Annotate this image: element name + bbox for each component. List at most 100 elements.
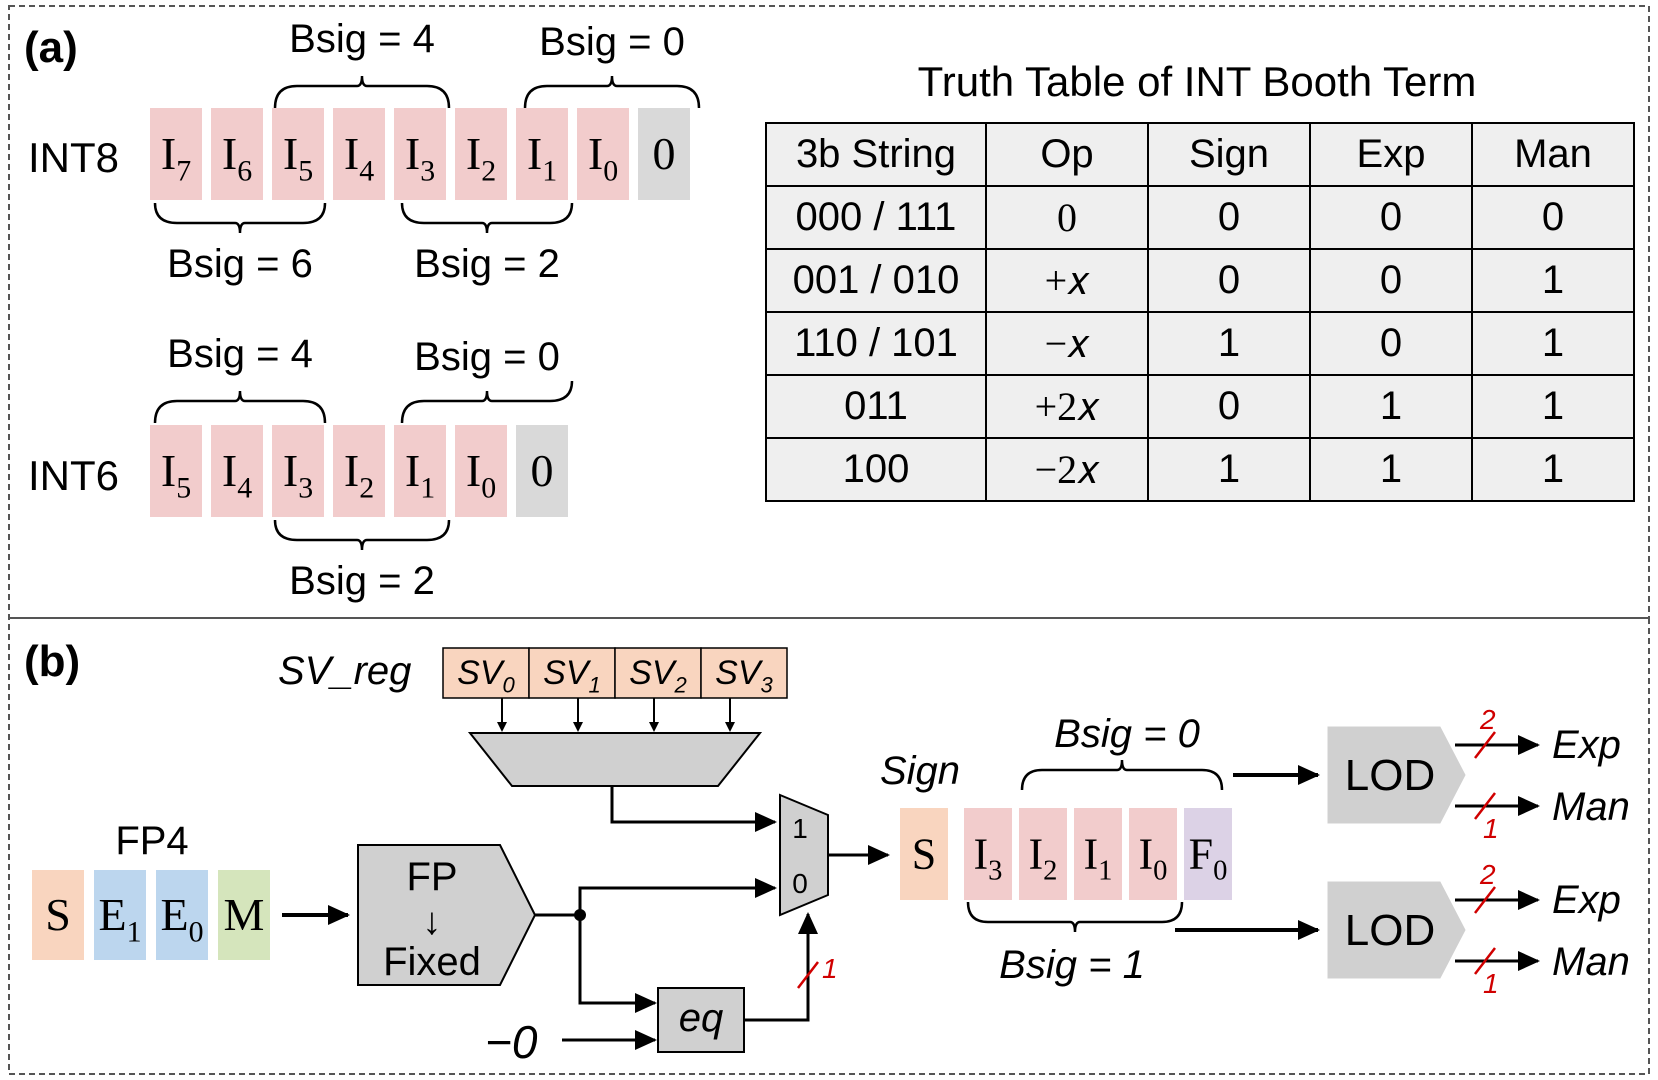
fp4-cell-text: S (45, 889, 71, 940)
truth-cell: 1 (1147, 437, 1311, 502)
converter-to-mux-wire (578, 878, 777, 915)
output-cell-text: I2 (1029, 830, 1058, 887)
truth-cell: 0 (1147, 185, 1311, 250)
truth-cell: 1 (1471, 248, 1635, 313)
lod-top-man-width: 1 (1483, 813, 1499, 844)
int6-bit-cell (516, 425, 568, 517)
output-cell-subscript: 3 (988, 856, 1002, 887)
int8-bit-cell-subscript: 1 (542, 155, 557, 188)
panel-a-label: (a) (24, 23, 78, 72)
int8-bit-cell (516, 108, 568, 200)
lod-top-man-slash (1474, 792, 1496, 820)
sign-label: Sign (880, 749, 960, 793)
sv-selector-mux (467, 732, 763, 787)
converter-to-eq-wire (578, 915, 657, 1013)
fp-to-fixed-converter (357, 844, 537, 986)
truth-header-cell: Sign (1147, 122, 1311, 187)
truth-table-header-row: 3b String Op Sign Exp Man (765, 122, 1635, 187)
sv-reg-cell (700, 647, 788, 699)
int6-brace-bottom (273, 519, 451, 551)
int8-bit-cell-text: 0 (653, 128, 676, 179)
truth-cell: 1 (1309, 374, 1473, 439)
truth-cell: 0 (1309, 311, 1473, 376)
int8-bit-cell-subscript: 5 (298, 155, 313, 188)
sv-reg-cell (614, 647, 702, 699)
int8-label: INT8 (28, 134, 119, 181)
output-cell-text: S (912, 830, 936, 879)
int8-bit-cell (577, 108, 629, 200)
output-cell-subscript: 1 (1098, 856, 1112, 887)
int8-bsig-bottom-left: Bsig = 6 (167, 242, 313, 286)
truth-table-row: 001 / 010 +𝑥 0 0 1 (765, 248, 1635, 313)
int6-bit-cell-text: I1 (405, 445, 435, 505)
truth-cell: 0 (1147, 374, 1311, 439)
int8-bit-cell (211, 108, 263, 200)
int6-bit-cell-subscript: 1 (420, 472, 435, 505)
truth-header-cell: Man (1471, 122, 1635, 187)
truth-cell: 0 (1471, 185, 1635, 250)
truth-cell: 001 / 010 (765, 248, 987, 313)
int6-label: INT6 (28, 452, 119, 499)
int8-bsig-top-right: Bsig = 0 (539, 20, 685, 64)
truth-cell: 011 (765, 374, 987, 439)
int6-bit-cell-text: 0 (531, 445, 554, 496)
truth-table-row: 000 / 111 0 0 0 0 (765, 185, 1635, 250)
int6-bit-cell (150, 425, 202, 517)
lod-top-exp-slash (1474, 731, 1496, 759)
lod-bottom-exp-label: Exp (1552, 878, 1621, 922)
truth-header-cell: 3b String (765, 122, 987, 187)
output-cell (1019, 808, 1067, 900)
truth-table-row: 110 / 101 −𝑥 1 0 1 (765, 311, 1635, 376)
int8-bit-cell (333, 108, 385, 200)
lod-bottom-man-slash (1474, 947, 1496, 975)
int6-bit-cell-subscript: 5 (176, 472, 191, 505)
truth-header-cell: Op (985, 122, 1149, 187)
truth-cell: 1 (1309, 437, 1473, 502)
sv-reg-label: SV_reg (278, 649, 411, 693)
fp4-cell-subscript: 0 (189, 916, 204, 949)
output-cell-subscript: 0 (1213, 856, 1227, 887)
int6-bit-cell-subscript: 3 (298, 472, 313, 505)
panel-b-frame (8, 617, 1650, 1075)
truth-cell: 0 (1309, 248, 1473, 313)
int6-bit-cell-subscript: 0 (481, 472, 496, 505)
output-cell (1074, 808, 1122, 900)
int8-bit-cell-subscript: 7 (176, 155, 191, 188)
lod-top-exp-label: Exp (1552, 723, 1621, 767)
int8-bit-cell-text: I6 (222, 128, 252, 188)
truth-cell: 0 (985, 185, 1149, 250)
truth-cell: 1 (1147, 311, 1311, 376)
output-cell-subscript: 2 (1043, 856, 1057, 887)
lod-top-man-label: Man (1552, 785, 1630, 829)
truth-cell: 1 (1471, 374, 1635, 439)
mux-in1-label: 1 (792, 813, 808, 844)
output-cell (1184, 808, 1232, 900)
output-cell (964, 808, 1012, 900)
int8-bit-cell (394, 108, 446, 200)
output-mux (779, 793, 829, 917)
int6-brace-top-left (153, 390, 327, 424)
fp4-cell-text: M (224, 889, 265, 940)
truth-header-cell: Exp (1309, 122, 1473, 187)
int6-bit-cell (455, 425, 507, 517)
truth-table-title: Truth Table of INT Booth Term (917, 58, 1477, 105)
int8-bit-cell (638, 108, 690, 200)
truth-cell: 000 / 111 (765, 185, 987, 250)
truth-cell: 1 (1471, 311, 1635, 376)
lod-bottom-man-label: Man (1552, 940, 1630, 984)
fp4-cell (156, 870, 208, 960)
converter-arrow: ↓ (423, 901, 442, 943)
panel-b-label: (b) (24, 637, 80, 686)
int6-bit-cell-subscript: 2 (359, 472, 374, 505)
mux-in0-label: 0 (792, 868, 808, 899)
int6-bit-cell-subscript: 4 (237, 472, 252, 505)
int6-bit-cell (272, 425, 324, 517)
lod-bottom-man-width: 1 (1483, 968, 1499, 999)
int8-bit-cell (272, 108, 324, 200)
truth-table-row: 100 −2𝑥 1 1 1 (765, 437, 1635, 502)
truth-cell: 1 (1471, 437, 1635, 502)
